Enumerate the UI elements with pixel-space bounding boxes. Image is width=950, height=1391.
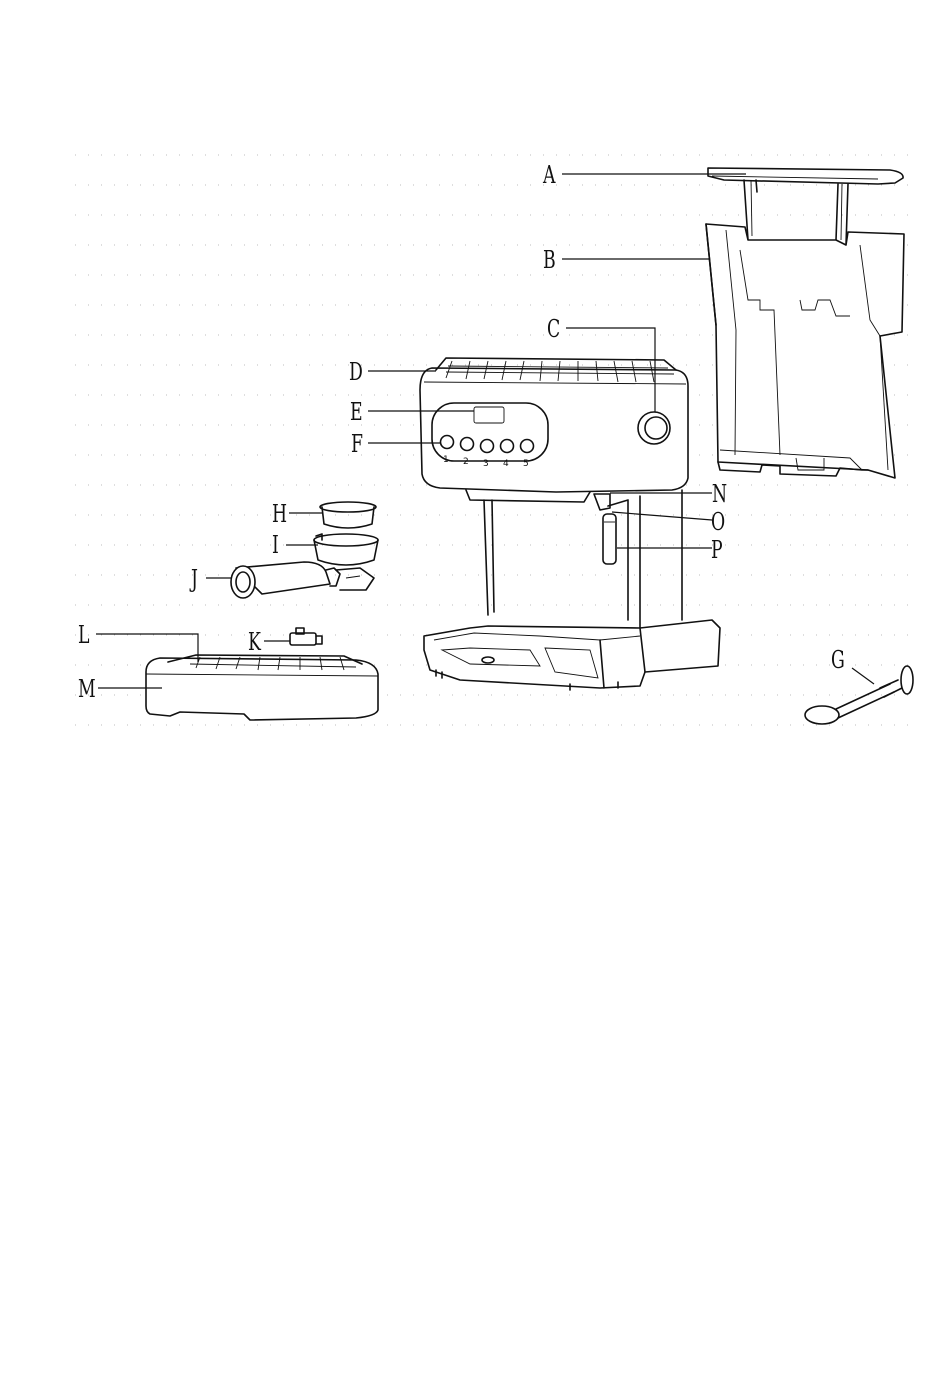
label-h: H — [272, 500, 287, 528]
panel-button-number: 2 — [463, 457, 469, 467]
label-l: L — [78, 621, 90, 649]
part-lm-drip-tray — [146, 655, 378, 720]
part-g-tamper-spoon — [805, 666, 913, 724]
part-k-valve — [290, 628, 322, 645]
panel-button-number: 1 — [443, 455, 449, 465]
label-f: F — [351, 430, 363, 458]
label-a: A — [542, 161, 556, 189]
label-c: C — [547, 315, 560, 343]
label-g: G — [831, 646, 845, 674]
label-o: O — [711, 508, 725, 536]
part-b-water-tank — [706, 224, 904, 478]
label-k: K — [248, 628, 261, 656]
label-i: I — [272, 531, 279, 559]
label-d: D — [349, 358, 363, 386]
machine-main-body — [420, 358, 720, 690]
panel-button-number: 5 — [523, 459, 529, 469]
label-b: B — [543, 246, 556, 274]
panel-button-number: 3 — [483, 459, 489, 469]
label-e: E — [350, 398, 363, 426]
label-m: M — [78, 675, 96, 703]
label-n: N — [712, 480, 727, 508]
panel-button-number: 4 — [503, 459, 509, 469]
part-j-portafilter — [231, 562, 374, 598]
part-i-filter-holder-cup — [314, 534, 378, 565]
label-j: J — [189, 565, 198, 593]
label-p: P — [711, 536, 723, 564]
